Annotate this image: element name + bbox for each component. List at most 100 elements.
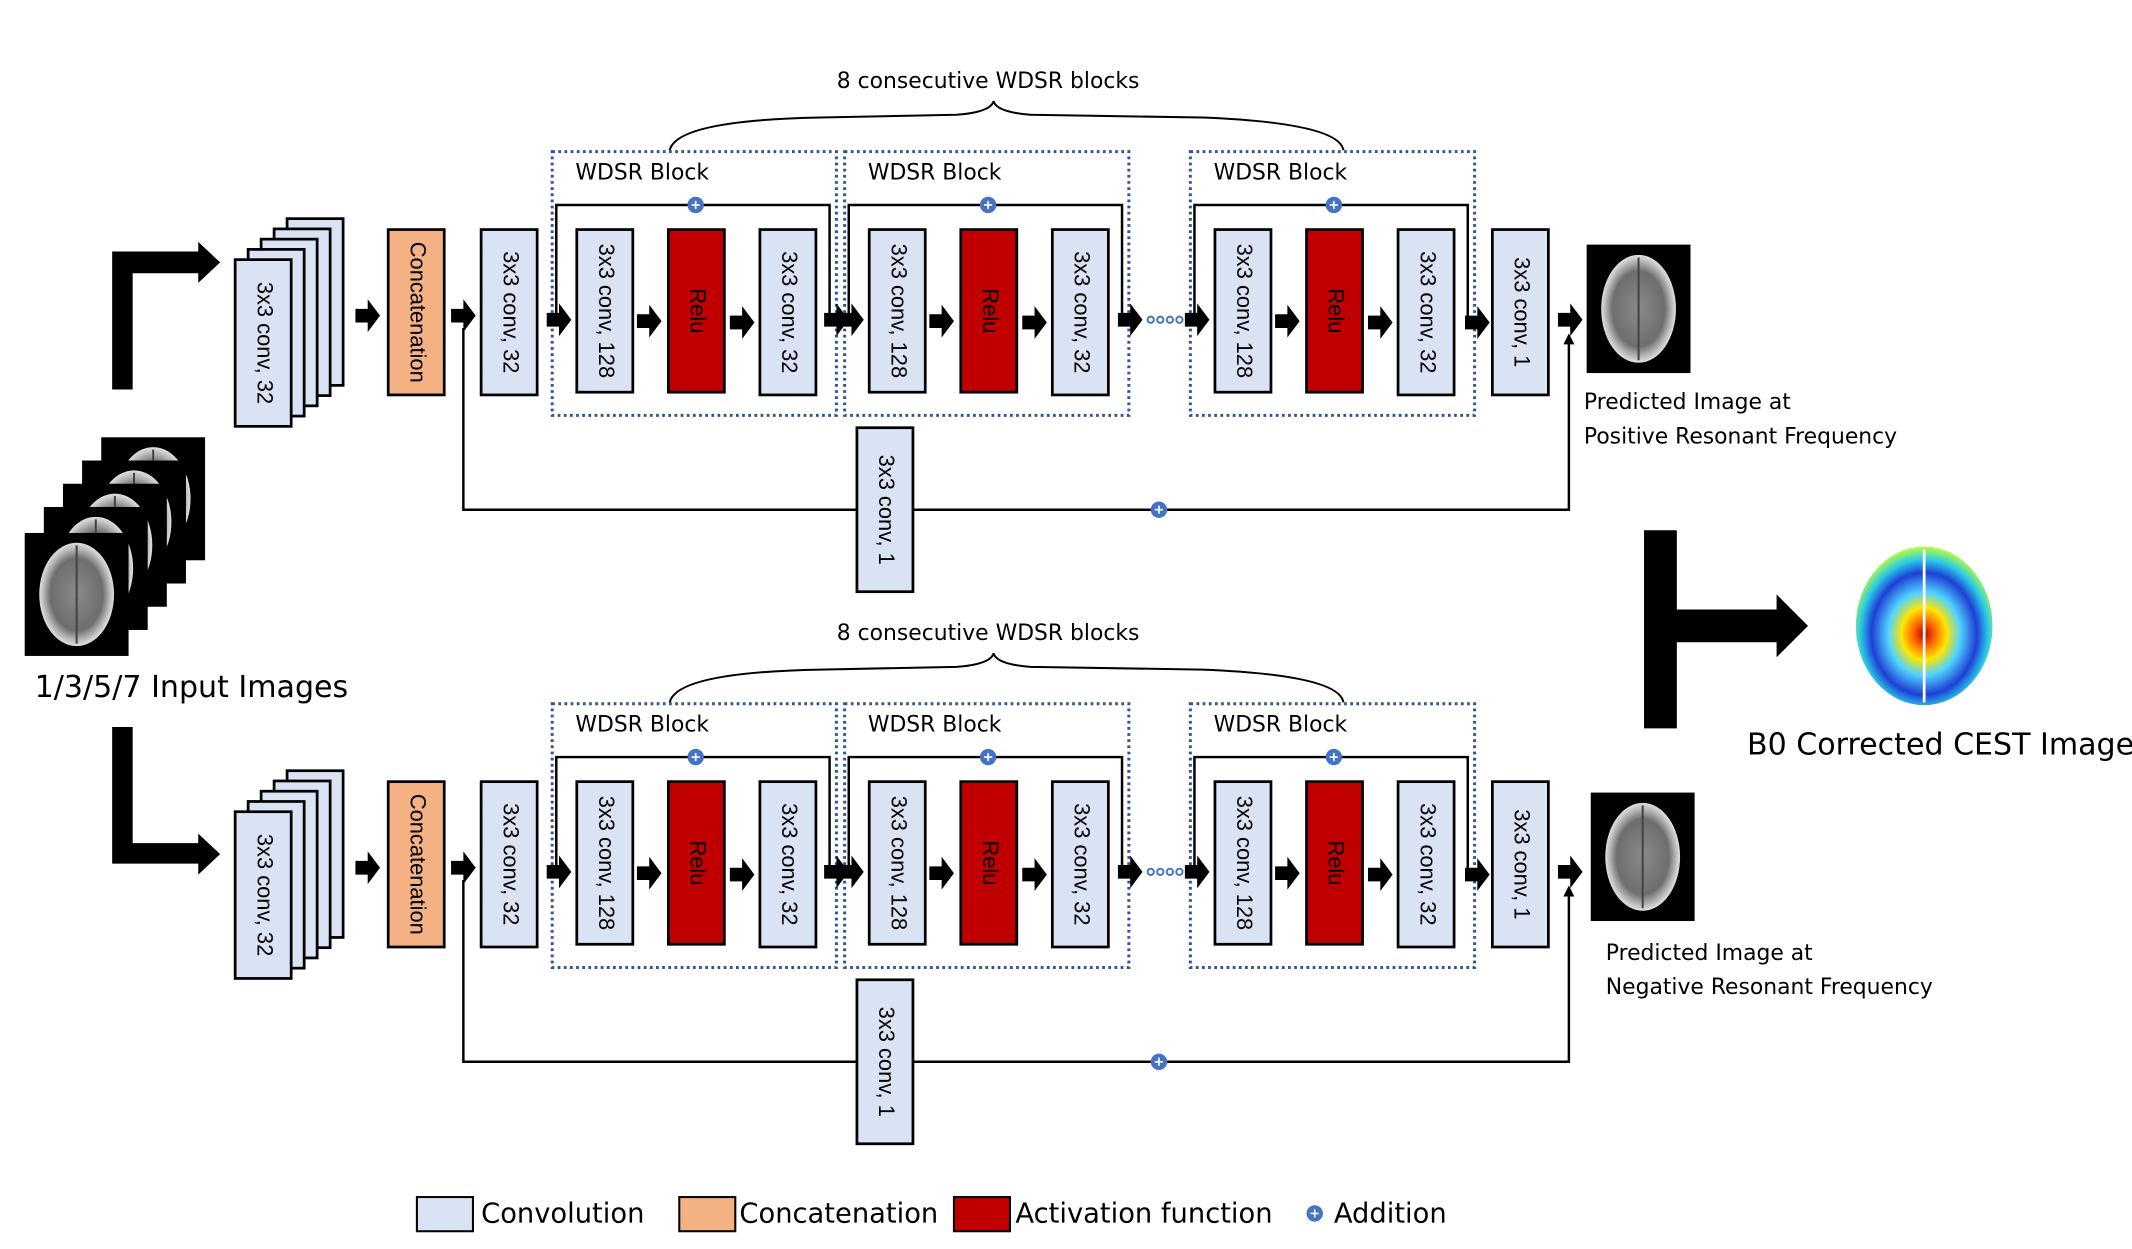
head-conv-rect <box>479 228 539 397</box>
stacked-conv-rect <box>233 810 293 980</box>
arrow-icon <box>1184 855 1210 889</box>
brace <box>668 652 1345 703</box>
narrow-conv-label: 3x3 conv, 32 <box>1415 803 1440 925</box>
ellipsis-dot <box>1156 315 1165 324</box>
legend-label-activation: Activation function <box>1015 1198 1272 1229</box>
arrow-icon <box>1117 855 1143 889</box>
relu-box-rect <box>959 228 1019 394</box>
input-images <box>24 437 206 656</box>
plus-mark <box>691 752 700 762</box>
arrow-icon <box>355 299 381 333</box>
arrow-icon <box>1275 304 1300 338</box>
ellipsis-dot <box>1146 315 1155 324</box>
pipeline-negative: 3x3 conv, 32 Concatenation 3x3 conv, 32 8 c… <box>112 621 1933 1146</box>
tail-conv: 3x3 conv, 1 <box>1490 228 1550 397</box>
brace-label: 8 consecutive WDSR blocks <box>837 69 1140 94</box>
relu-box-label: Relu <box>978 840 1003 885</box>
arrow-icon <box>839 855 864 889</box>
arrow-icon <box>451 851 476 885</box>
output-caption-line1: Predicted Image at <box>1584 390 1791 415</box>
output-caption-line1: Predicted Image at <box>1606 941 1813 966</box>
arrow-icon <box>729 858 755 891</box>
narrow-conv: 3x3 conv, 32 <box>1396 228 1456 397</box>
skip-conv: 3x3 conv, 1 <box>855 426 915 594</box>
wide-conv: 3x3 conv, 128 <box>867 780 927 946</box>
output-caption-line2: Negative Resonant Frequency <box>1606 975 1933 1000</box>
narrow-conv-rect <box>1050 780 1110 949</box>
tail-conv-rect <box>1490 780 1550 949</box>
wdsr-block-title: WDSR Block <box>575 713 709 738</box>
skip-conv-label: 3x3 conv, 1 <box>874 455 899 565</box>
arrow-icon <box>1368 858 1393 891</box>
relu-box: Relu <box>1305 228 1364 394</box>
legend-swatch-activation <box>952 1196 1011 1233</box>
skip-arrowhead-icon <box>1563 333 1575 345</box>
bent-arrow-icon <box>112 241 221 390</box>
wide-conv-label: 3x3 conv, 128 <box>594 244 619 379</box>
wdsr-block-border <box>550 150 838 417</box>
bent-arrow-icon <box>112 726 221 875</box>
stacked-conv-label: 3x3 conv, 32 <box>252 834 277 956</box>
arrow-icon <box>546 303 572 337</box>
wide-conv-rect <box>1213 780 1273 946</box>
result-caption: B0 Corrected CEST Image <box>1747 728 2132 763</box>
wide-conv: 3x3 conv, 128 <box>1213 780 1273 946</box>
relu-box: Relu <box>666 228 726 394</box>
brace-label: 8 consecutive WDSR blocks <box>837 621 1140 646</box>
narrow-conv: 3x3 conv, 32 <box>1050 228 1110 397</box>
wdsr-block: WDSR Block 3x3 conv, 128 Relu 3x3 conv, 32 <box>839 150 1131 417</box>
arrow-icon <box>451 299 476 333</box>
relu-box-rect <box>1305 780 1364 946</box>
addition-icon <box>1325 196 1343 214</box>
arrow-icon <box>1022 858 1047 891</box>
plus-mark <box>984 200 993 210</box>
concatenation-box-label: Concatenation <box>405 242 430 383</box>
addition-icon <box>1306 1205 1323 1222</box>
wide-conv-label: 3x3 conv, 128 <box>1232 796 1257 931</box>
ellipsis-dot <box>1175 867 1184 876</box>
output-image <box>1586 244 1691 374</box>
wdsr-block-border <box>843 150 1131 417</box>
output-image <box>1590 792 1695 922</box>
relu-box-rect <box>959 780 1019 946</box>
skip-conv-rect <box>855 426 915 594</box>
wdsr-block-title: WDSR Block <box>1214 161 1348 186</box>
ellipsis-dot <box>1175 315 1184 324</box>
addition-icon <box>1150 1053 1168 1070</box>
plus-mark <box>1154 505 1164 514</box>
wide-conv: 3x3 conv, 128 <box>1213 228 1273 394</box>
legend-label-convolution: Convolution <box>481 1198 644 1229</box>
arrow-icon <box>1465 306 1490 339</box>
wide-conv-rect <box>867 780 927 946</box>
relu-box-label: Relu <box>978 288 1003 333</box>
ellipsis-dot <box>1146 867 1155 876</box>
plus-mark <box>984 752 993 762</box>
narrow-conv-rect <box>758 780 818 949</box>
wide-conv-rect <box>575 228 635 394</box>
cest-image <box>1855 546 1993 706</box>
narrow-conv: 3x3 conv, 32 <box>758 228 818 397</box>
concatenation-box: Concatenation <box>386 780 446 949</box>
narrow-conv-label: 3x3 conv, 32 <box>1070 251 1095 373</box>
global-skip-line <box>462 327 1571 511</box>
wide-conv-label: 3x3 conv, 128 <box>886 244 911 379</box>
wide-conv: 3x3 conv, 128 <box>867 228 927 394</box>
arrow-icon <box>636 304 662 338</box>
head-conv: 3x3 conv, 32 <box>479 228 539 397</box>
addition-icon <box>687 748 704 766</box>
legend-label-concatenation: Concatenation <box>739 1198 938 1229</box>
stacked-conv: 3x3 conv, 32 <box>233 810 293 980</box>
wdsr-block-border <box>550 702 838 969</box>
plus-mark <box>1154 1057 1164 1066</box>
relu-box: Relu <box>959 228 1019 394</box>
relu-box-rect <box>666 780 726 946</box>
wide-conv-label: 3x3 conv, 128 <box>886 796 911 931</box>
narrow-conv-rect <box>1396 228 1456 397</box>
head-conv-label: 3x3 conv, 32 <box>498 803 523 925</box>
arrow-icon <box>636 856 662 890</box>
wdsr-block-title: WDSR Block <box>868 161 1002 186</box>
relu-box-label: Relu <box>686 840 711 885</box>
narrow-conv-label: 3x3 conv, 32 <box>1070 803 1095 925</box>
